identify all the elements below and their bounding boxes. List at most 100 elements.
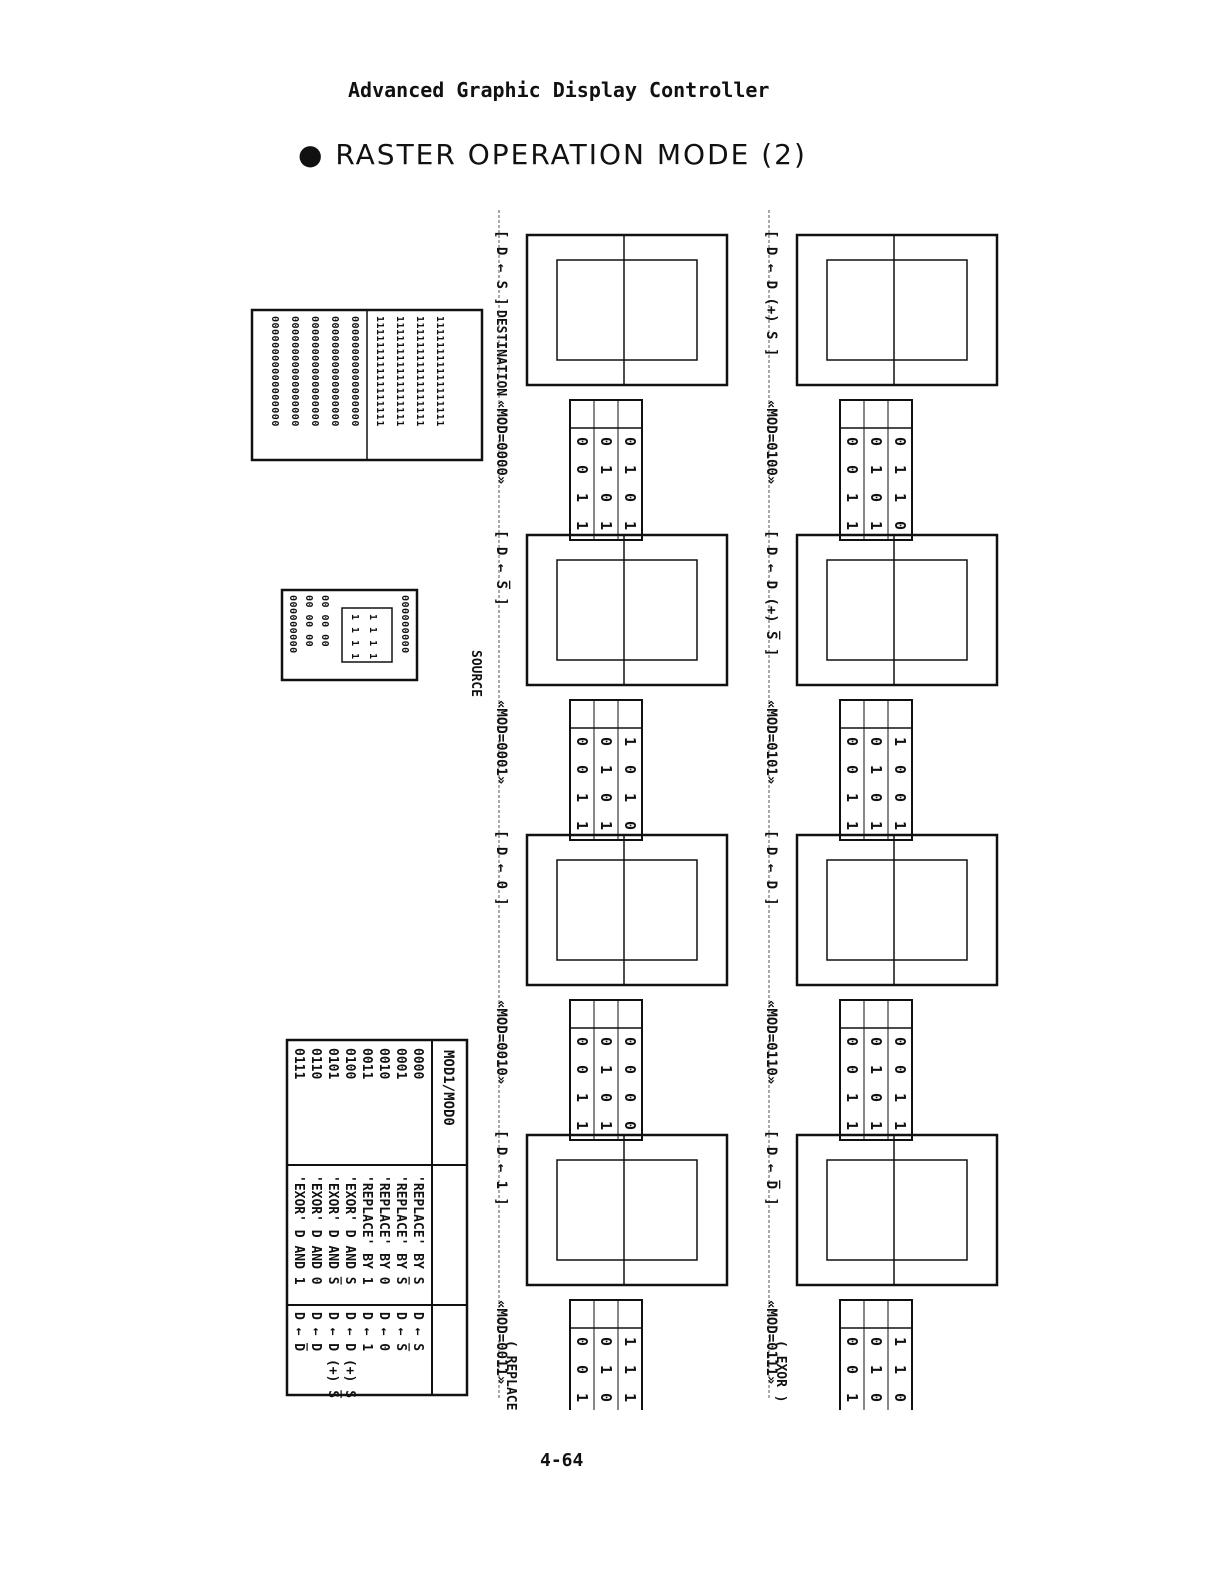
- svg-text:11111111111111111: 11111111111111111: [434, 316, 445, 427]
- legend-code-1: 0001: [393, 1048, 408, 1079]
- mode-code: «MOD=0110»: [763, 1000, 779, 1084]
- truth-bit: 1: [597, 765, 615, 774]
- truth-bit: 1: [843, 821, 861, 830]
- truth-bit: 1: [573, 1121, 591, 1130]
- truth-bit: 0: [843, 1037, 861, 1046]
- truth-bit: 1: [843, 1093, 861, 1102]
- truth-bit: 0: [843, 765, 861, 774]
- mode-panels: 010101010011[ D ← S ]«MOD=0000»101001010…: [493, 230, 997, 1410]
- truth-bit: 1: [867, 521, 885, 530]
- truth-bit: 0: [843, 437, 861, 446]
- truth-bit: 0: [867, 1337, 885, 1346]
- mode-code: «MOD=0101»: [763, 700, 779, 784]
- truth-bit: 1: [843, 793, 861, 802]
- mode-pattern-inner: [827, 1160, 967, 1260]
- mode-code: «MOD=0011»: [493, 1300, 509, 1384]
- truth-bit: 1: [891, 465, 909, 474]
- truth-bit: 1: [597, 1365, 615, 1374]
- mode-pattern-inner: [827, 560, 967, 660]
- truth-bit: 1: [621, 1365, 639, 1374]
- truth-bit: 1: [597, 521, 615, 530]
- truth-bit: 0: [867, 793, 885, 802]
- truth-bit: 1: [891, 1121, 909, 1130]
- truth-bit: 0: [597, 1037, 615, 1046]
- truth-bit: 0: [867, 437, 885, 446]
- truth-bit: 1: [867, 1065, 885, 1074]
- truth-bit: 1: [573, 521, 591, 530]
- truth-bit: 0: [891, 765, 909, 774]
- legend-op-0: D ← S: [410, 1312, 425, 1351]
- mode-panel-1-3: 110001010011[ D ← D̅ ]«MOD=0111»: [763, 1130, 997, 1410]
- truth-bit: 0: [867, 737, 885, 746]
- truth-bit: 1: [573, 1093, 591, 1102]
- truth-bit: 0: [621, 437, 639, 446]
- legend-code-5: 0101: [325, 1048, 340, 1079]
- truth-bit: 1: [621, 521, 639, 530]
- truth-bit: 1: [597, 1065, 615, 1074]
- page-title: ● RASTER OPERATION MODE (2): [298, 138, 807, 171]
- page-header: Advanced Graphic Display Controller: [348, 78, 769, 102]
- svg-text:1 1 1 1: 1 1 1 1: [349, 614, 360, 660]
- truth-bit: 0: [867, 1037, 885, 1046]
- truth-bit: 0: [573, 1065, 591, 1074]
- truth-bit: 0: [597, 493, 615, 502]
- truth-bit: 0: [621, 821, 639, 830]
- truth-bit: 1: [621, 1337, 639, 1346]
- destination-label: DESTINATION: [493, 310, 508, 396]
- svg-text:1 1 1 1: 1 1 1 1: [367, 614, 378, 660]
- svg-text:00000000000000000: 00000000000000000: [349, 316, 360, 427]
- truth-bit: 0: [597, 737, 615, 746]
- mode-formula: [ D ← 1 ]: [493, 1130, 509, 1206]
- legend-op-7: D ← D̅: [291, 1312, 306, 1351]
- truth-bit: 0: [621, 1093, 639, 1102]
- truth-bit: 0: [867, 493, 885, 502]
- legend-code-4: 0100: [342, 1048, 357, 1079]
- truth-bit: 1: [891, 1337, 909, 1346]
- source-label: SOURCE: [468, 650, 483, 697]
- truth-bit: 0: [867, 1393, 885, 1402]
- svg-text:11111111111111111: 11111111111111111: [394, 316, 405, 427]
- truth-bit: 0: [597, 1093, 615, 1102]
- truth-bit: 0: [843, 737, 861, 746]
- truth-bit: 1: [891, 1093, 909, 1102]
- truth-bit: 0: [621, 493, 639, 502]
- truth-bit: 1: [891, 737, 909, 746]
- mode-pattern-inner: [827, 260, 967, 360]
- truth-bit: 1: [573, 821, 591, 830]
- truth-bit: 1: [621, 737, 639, 746]
- mode-panel-0-3: 111101010011[ D ← 1 ]«MOD=0011»: [493, 1130, 727, 1410]
- truth-bit: 1: [843, 521, 861, 530]
- legend-code-0: 0000: [410, 1048, 425, 1079]
- source-pattern: 000000000 00 00 00 00 00 00 000000000 1 …: [282, 590, 483, 697]
- mode-formula: [ D ← S ]: [493, 230, 509, 306]
- mode-formula: [ D ← D (+) S̅ ]: [763, 530, 782, 656]
- legend-code-7: 0111: [291, 1048, 306, 1079]
- truth-bit: 0: [867, 1093, 885, 1102]
- mode-code: «MOD=0100»: [763, 400, 779, 484]
- truth-bit: 0: [891, 1037, 909, 1046]
- mode-pattern-inner: [557, 860, 697, 960]
- truth-bit: 0: [891, 1393, 909, 1402]
- mode-pattern-inner: [557, 1160, 697, 1260]
- truth-bit: 0: [621, 1037, 639, 1046]
- legend-desc-5: 'EXOR' D AND S̅: [325, 1175, 340, 1285]
- mode-formula: [ D ← D (+) S ]: [763, 230, 779, 356]
- truth-bit: 0: [597, 1337, 615, 1346]
- mode-code: «MOD=0000»: [493, 400, 509, 484]
- legend-desc-4: 'EXOR' D AND S: [342, 1175, 357, 1285]
- truth-bit: 1: [867, 821, 885, 830]
- mode-formula: [ D ← D̅ ]: [763, 1130, 782, 1206]
- truth-bit: 1: [621, 465, 639, 474]
- truth-bit: 0: [843, 465, 861, 474]
- mode-legend-table: MOD1/MOD0 0000 'REPLACE' BY S D ← S 0001…: [287, 1040, 467, 1398]
- page-number: 4-64: [540, 1450, 583, 1471]
- truth-bit: 0: [573, 1337, 591, 1346]
- svg-text:00000000000000000: 00000000000000000: [269, 316, 280, 427]
- truth-bit: 0: [621, 1121, 639, 1130]
- truth-bit: 0: [843, 1337, 861, 1346]
- svg-text:00000000000000000: 00000000000000000: [309, 316, 320, 427]
- mode-panel-0-1: 101001010011[ D ← S̅ ]«MOD=0001»: [493, 530, 727, 840]
- mode-pattern-inner: [827, 860, 967, 960]
- truth-bit: 1: [891, 493, 909, 502]
